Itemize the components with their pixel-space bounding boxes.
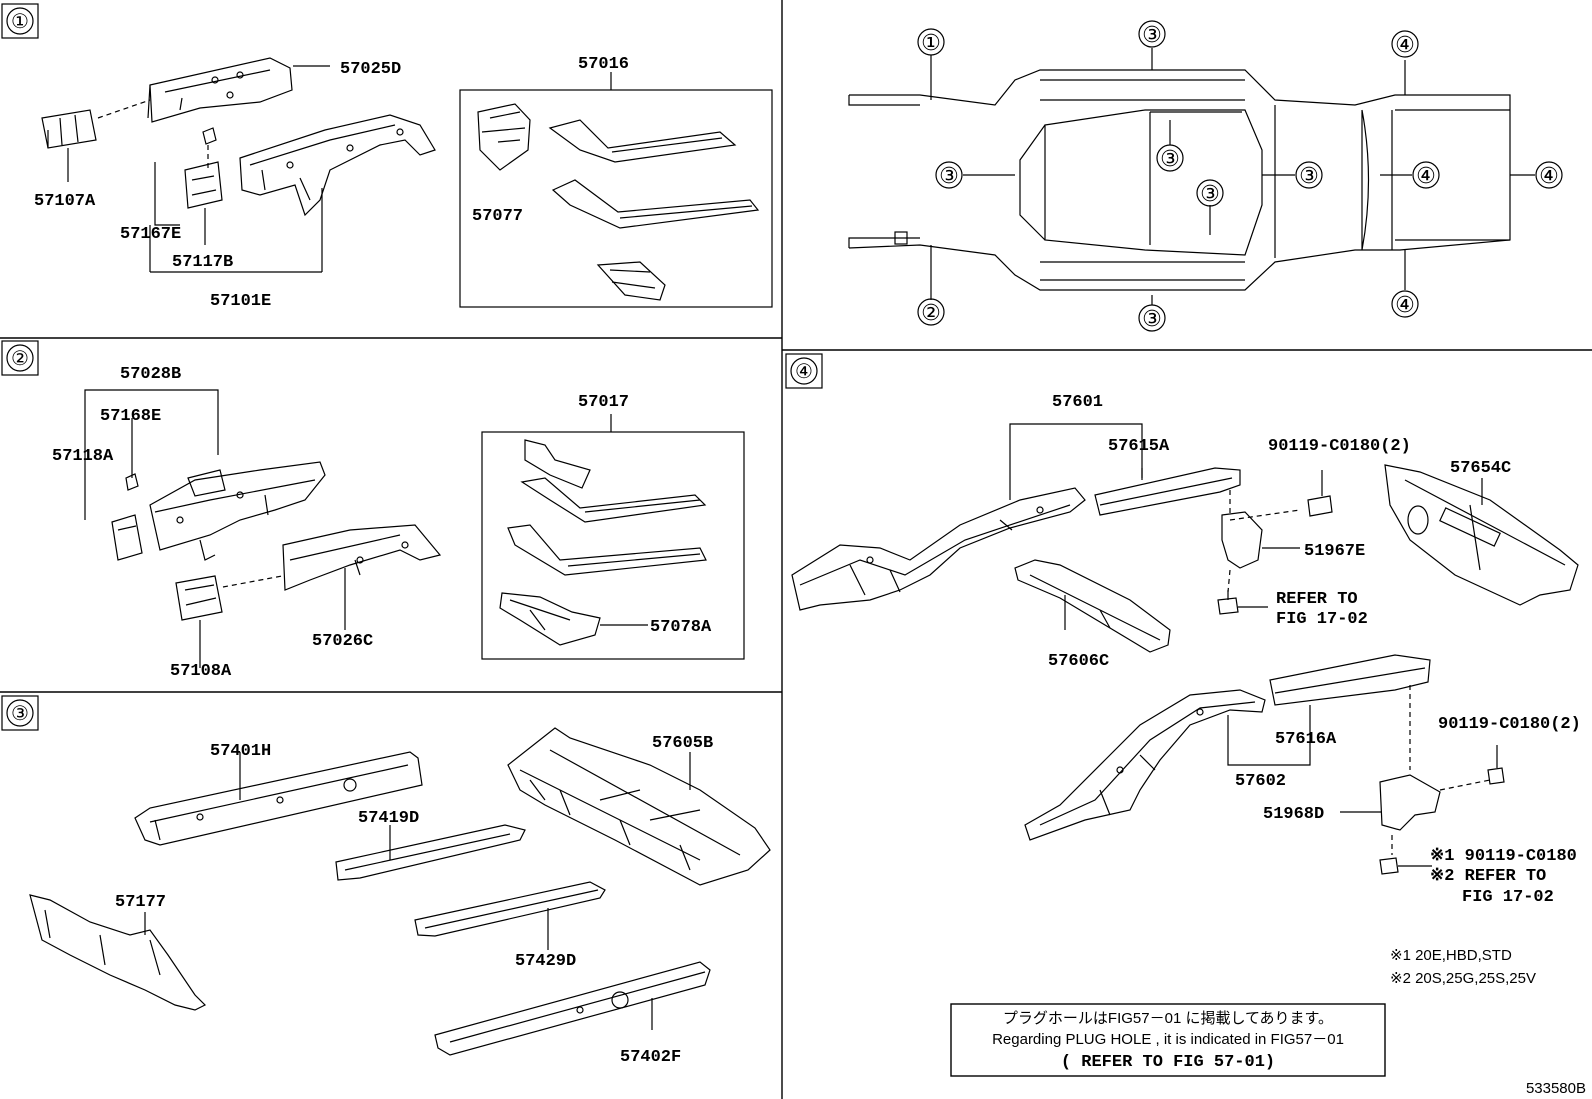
part-number-label[interactable]: 57616A [1275, 730, 1337, 749]
overview-marker[interactable] [1138, 304, 1166, 332]
part-number-label[interactable]: ※1 90119-C0180 [1430, 847, 1577, 866]
svg-text:④: ④ [1416, 164, 1436, 189]
bolt-icon [1307, 470, 1333, 517]
svg-text:①: ① [921, 31, 941, 56]
overview-marker[interactable] [1412, 161, 1440, 189]
part-number-label[interactable]: 57017 [578, 393, 629, 412]
svg-text:プラグホールはFIG57－01 に掲載してあります。: プラグホールはFIG57－01 に掲載してあります。 [1003, 1010, 1333, 1027]
part-number-label[interactable]: 57602 [1235, 772, 1286, 791]
svg-text:①: ① [11, 9, 29, 33]
svg-text:③: ③ [1299, 164, 1319, 189]
svg-text:④: ④ [1395, 293, 1415, 318]
part-number-label[interactable]: 57402F [620, 1048, 681, 1067]
svg-text:Regarding PLUG HOLE , it is in: Regarding PLUG HOLE , it is indicated in… [992, 1031, 1344, 1048]
overview-marker[interactable] [1138, 20, 1166, 48]
part-number-label[interactable]: 57168E [100, 407, 161, 426]
overview-marker[interactable] [917, 28, 945, 56]
part-number-label[interactable]: 57601 [1052, 393, 1103, 412]
part-number-label[interactable]: 57118A [52, 447, 114, 466]
section-4-drawings [791, 423, 1579, 1077]
part-number-label[interactable]: 57101E [210, 292, 271, 311]
part-number-label[interactable]: 57177 [115, 893, 166, 912]
part-number-label[interactable]: 57016 [578, 55, 629, 74]
part-number-label[interactable]: 57419D [358, 809, 419, 828]
svg-text:③: ③ [1142, 23, 1162, 48]
part-labels: 57025D 57107A 57167E 57117B 57101E 57016… [34, 55, 1581, 1067]
footnote: ※1 20E,HBD,STD [1390, 947, 1512, 964]
part-number-label[interactable]: 57108A [170, 662, 232, 681]
refer-to-link[interactable]: ( REFER TO FIG 57-01) [1061, 1053, 1275, 1072]
part-number-label[interactable]: 57078A [650, 618, 712, 637]
part-number-label[interactable]: 57606C [1048, 652, 1109, 671]
part-number-label[interactable]: 90119-C0180(2) [1268, 437, 1411, 456]
overview-marker[interactable] [1391, 290, 1419, 318]
part-number-label[interactable]: 57025D [340, 60, 401, 79]
svg-text:③: ③ [1160, 147, 1180, 172]
refer-to-label: ※2 REFER TO [1430, 867, 1546, 886]
overview-marker[interactable] [1156, 144, 1184, 172]
section-header-3[interactable]: ③ [1, 695, 39, 731]
section-1-drawings [41, 57, 773, 308]
svg-text:②: ② [921, 301, 941, 326]
part-number-label[interactable]: 57028B [120, 365, 181, 384]
overview-marker[interactable] [1391, 30, 1419, 58]
svg-text:③: ③ [1200, 182, 1220, 207]
svg-text:④: ④ [795, 359, 813, 383]
svg-text:③: ③ [1142, 307, 1162, 332]
bolt-icon [1487, 745, 1505, 785]
footnote: ※2 20S,25G,25S,25V [1390, 970, 1536, 987]
part-number-label[interactable]: 51967E [1304, 542, 1365, 561]
overview-marker[interactable] [1535, 161, 1563, 189]
part-number-label[interactable]: 57107A [34, 192, 96, 211]
part-number-label[interactable]: 57429D [515, 952, 576, 971]
refer-to-label[interactable]: FIG 17-02 [1276, 610, 1368, 629]
overview-marker[interactable] [1196, 179, 1224, 207]
svg-text:②: ② [11, 346, 29, 370]
part-number-label[interactable]: 51968D [1263, 805, 1324, 824]
svg-text:④: ④ [1539, 164, 1559, 189]
svg-text:③: ③ [939, 164, 959, 189]
svg-text:③: ③ [11, 701, 29, 725]
part-number-label[interactable]: 57167E [120, 225, 181, 244]
section-3-drawings [29, 727, 771, 1056]
overview-labels: ① ② ③ ③ ③ ③ ③ ③ ④ ④ ④ ④ [921, 23, 1559, 332]
frame-overview [848, 20, 1563, 332]
refer-to-label: REFER TO [1276, 590, 1358, 609]
part-number-label[interactable]: 57615A [1108, 437, 1170, 456]
svg-text:④: ④ [1395, 33, 1415, 58]
section-header-2[interactable]: ② [1, 340, 39, 376]
part-number-label[interactable]: 90119-C0180(2) [1438, 715, 1581, 734]
plug-hole-note: プラグホールはFIG57－01 に掲載してあります。 Regarding PLU… [992, 1010, 1344, 1072]
part-number-label[interactable]: 57117B [172, 253, 233, 272]
section-header-4[interactable]: ④ [785, 353, 823, 389]
figure-id: 533580B [1526, 1080, 1586, 1097]
section-2-drawings [84, 389, 745, 668]
section-header-1[interactable]: ① [1, 3, 39, 39]
overview-marker[interactable] [935, 161, 963, 189]
bolt-icon [1217, 590, 1268, 615]
bolt-icon [1379, 857, 1432, 875]
overview-marker[interactable] [917, 298, 945, 326]
refer-to-label[interactable]: FIG 17-02 [1462, 888, 1554, 907]
part-number-label[interactable]: 57026C [312, 632, 373, 651]
part-number-label[interactable]: 57654C [1450, 459, 1511, 478]
part-number-label[interactable]: 57077 [472, 207, 523, 226]
part-number-label[interactable]: 57401H [210, 742, 271, 761]
overview-marker[interactable] [1295, 161, 1323, 189]
part-number-label[interactable]: 57605B [652, 734, 713, 753]
